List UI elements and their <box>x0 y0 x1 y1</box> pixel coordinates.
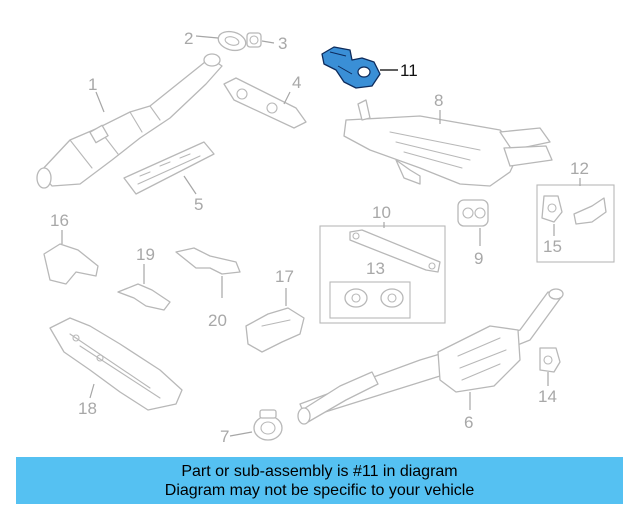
callout-1: 1 <box>88 75 97 94</box>
callout-3: 3 <box>278 34 287 53</box>
leader-5 <box>183 175 197 195</box>
part-4-flange-gasket[interactable] <box>223 77 307 129</box>
callout-12: 12 <box>570 159 589 178</box>
part-2-gasket[interactable] <box>216 29 248 54</box>
callout-7: 7 <box>220 427 229 446</box>
part-15-hanger[interactable] <box>541 195 563 223</box>
part-16-heat-shield[interactable] <box>43 243 99 285</box>
part-5-heat-shield[interactable] <box>123 141 215 195</box>
callout-10: 10 <box>372 203 391 222</box>
part-9-rubber-hanger[interactable] <box>457 199 489 227</box>
banner-line-1: Part or sub-assembly is #11 in diagram <box>181 462 458 480</box>
info-banner: Part or sub-assembly is #11 in diagram D… <box>16 457 623 504</box>
leader-3 <box>261 40 275 44</box>
callout-17: 17 <box>275 267 294 286</box>
callout-16: 16 <box>50 211 69 230</box>
callout-13: 13 <box>366 259 385 278</box>
callout-15: 15 <box>543 237 562 256</box>
callout-11: 11 <box>400 61 418 80</box>
callout-9: 9 <box>474 249 483 268</box>
part-8-center-muffler[interactable] <box>343 99 553 187</box>
callout-8: 8 <box>434 91 443 110</box>
center-exhaust-pipe <box>297 371 379 425</box>
part-19-bracket[interactable] <box>117 283 171 311</box>
part-18-heat-shield[interactable] <box>49 317 183 411</box>
part-13-rubber-mounts[interactable] <box>329 281 411 319</box>
part-1-catalytic-converter[interactable] <box>36 53 223 189</box>
part-3-nut[interactable] <box>246 32 262 48</box>
leader-4 <box>283 91 291 105</box>
callout-4: 4 <box>292 73 301 92</box>
callout-14: 14 <box>538 387 557 406</box>
part-11-highlighted-bracket[interactable] <box>321 46 381 89</box>
callout-18: 18 <box>78 399 97 418</box>
part-10-bracket-assembly[interactable] <box>319 225 446 324</box>
callout-5: 5 <box>194 195 203 214</box>
callout-19: 19 <box>136 245 155 264</box>
part-14-hanger[interactable] <box>539 347 561 373</box>
part-12-bracket-group[interactable] <box>536 184 615 263</box>
leader-2 <box>195 35 219 39</box>
part-20-bracket[interactable] <box>175 247 241 275</box>
exhaust-parts-diagram: 2 3 1 4 11 8 5 12 10 16 15 19 9 13 17 20… <box>36 29 615 446</box>
leader-7 <box>229 431 253 437</box>
leader-18 <box>89 383 95 399</box>
banner-line-2: Diagram may not be specific to your vehi… <box>164 481 475 499</box>
part-7-clamp[interactable] <box>253 409 283 441</box>
part-17-heat-shield[interactable] <box>245 307 305 353</box>
callout-20: 20 <box>208 311 227 330</box>
callout-2: 2 <box>184 29 193 48</box>
callout-6: 6 <box>464 413 473 432</box>
leader-1 <box>95 91 105 113</box>
